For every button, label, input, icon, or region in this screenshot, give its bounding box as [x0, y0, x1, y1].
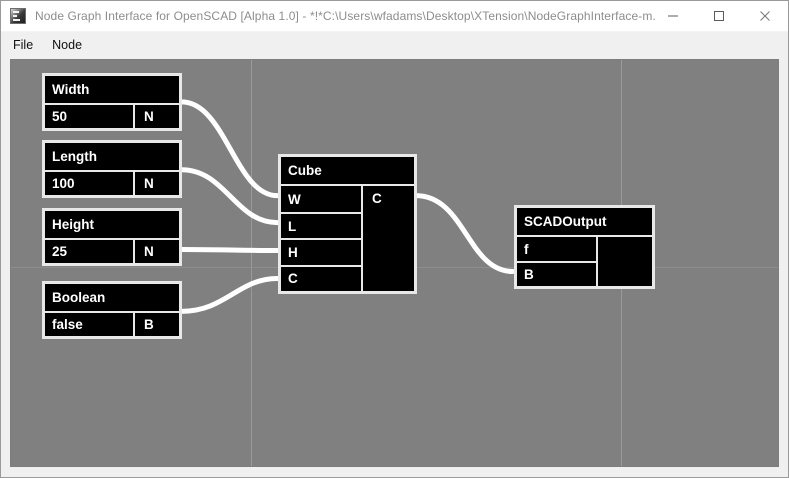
node-port-type[interactable]: N [144, 244, 154, 259]
edge-cube-to-scadoutput-b [413, 193, 516, 274]
node-input-port-h[interactable]: H [281, 238, 361, 264]
edge-boolean-to-cube-c [179, 275, 280, 314]
grid-line-vertical [251, 60, 252, 466]
node-input-port-l[interactable]: L [281, 212, 361, 238]
node-title: Length [45, 143, 179, 172]
node-port-type[interactable]: N [144, 176, 154, 191]
node-cube[interactable]: Cube W L H C C [278, 154, 417, 294]
menu-item-node[interactable]: Node [52, 37, 83, 52]
node-port-type[interactable]: B [144, 317, 154, 332]
node-input-port-b[interactable]: B [517, 261, 596, 286]
node-title: Width [45, 76, 179, 105]
node-output-port-c[interactable]: C [372, 191, 382, 206]
menu-item-file[interactable]: File [13, 37, 34, 52]
app-icon [10, 8, 26, 24]
node-value-field[interactable]: 100 [52, 176, 75, 191]
edge-width-to-cube-w [179, 99, 280, 199]
edge-height-to-cube-h [179, 247, 280, 254]
node-length[interactable]: Length 100 N [42, 140, 182, 198]
menu-bar: File Node [1, 32, 788, 57]
maximize-icon[interactable] [696, 1, 742, 31]
node-title: Height [45, 211, 179, 240]
node-output-port[interactable] [598, 237, 652, 286]
minimize-icon[interactable] [650, 1, 696, 31]
node-boolean[interactable]: Boolean false B [42, 281, 182, 339]
node-title: SCADOutput [517, 208, 652, 237]
node-value-field[interactable]: 25 [52, 244, 68, 259]
node-graph-canvas[interactable]: Width 50 N Length 100 [10, 59, 779, 467]
node-title: Boolean [45, 284, 179, 313]
node-title: Cube [281, 157, 414, 186]
node-input-port-f[interactable]: f [524, 241, 529, 257]
node-scadoutput[interactable]: SCADOutput f B [514, 205, 655, 289]
canvas-container: Width 50 N Length 100 [1, 57, 788, 477]
close-icon[interactable] [742, 1, 788, 31]
node-width[interactable]: Width 50 N [42, 73, 182, 131]
node-value-field[interactable]: false [52, 317, 83, 332]
node-input-port-w[interactable]: W [288, 191, 301, 207]
window-title: Node Graph Interface for OpenSCAD [Alpha… [35, 9, 655, 23]
title-bar: Node Graph Interface for OpenSCAD [Alpha… [1, 1, 788, 32]
node-port-type[interactable]: N [144, 109, 154, 124]
node-input-port-c[interactable]: C [281, 264, 361, 291]
window-controls [650, 1, 788, 31]
edge-length-to-cube-l [179, 167, 280, 226]
node-height[interactable]: Height 25 N [42, 208, 182, 266]
node-value-field[interactable]: 50 [52, 109, 68, 124]
